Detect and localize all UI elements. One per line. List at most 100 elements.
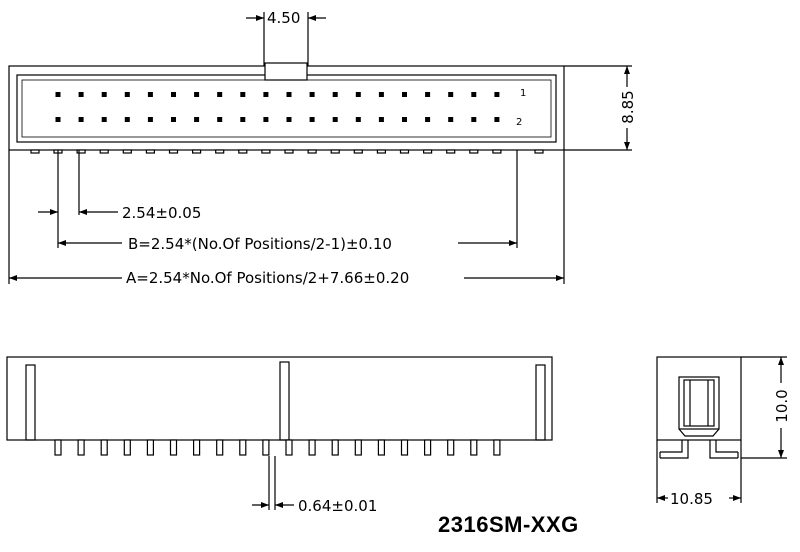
front-post-center: [279, 361, 290, 441]
dimension-b-lines: [58, 150, 518, 248]
solder-tab-5: [145, 149, 155, 154]
pin-row-1-7: [194, 92, 200, 97]
height-top-label: 8.85: [619, 90, 637, 123]
solder-tab-13: [330, 149, 340, 154]
front-lead-8: [216, 439, 224, 456]
front-view: [6, 356, 553, 456]
front-lead-1: [54, 439, 62, 456]
pin-row-1-15: [378, 92, 384, 97]
front-lead-20: [493, 439, 501, 456]
front-lead-19: [470, 439, 478, 456]
front-lead-16: [400, 439, 409, 456]
side-view-latch-bottom: [678, 428, 720, 437]
pin-2-label: 2: [516, 117, 522, 128]
side-height-label: 10.0: [773, 389, 791, 422]
side-view-latch-frame: [678, 376, 720, 430]
top-view: [8, 62, 565, 154]
pin-row-1-5: [147, 92, 153, 97]
front-lead-7: [193, 439, 201, 456]
solder-tab-array: [30, 149, 544, 154]
pin-row-1-19: [471, 92, 477, 97]
latch-width-dimension: [246, 12, 326, 66]
solder-tab-9: [238, 149, 248, 154]
pin-row-2-18: [448, 117, 454, 122]
pitch-dimension: [38, 150, 118, 248]
front-post-right: [535, 364, 546, 441]
pin-row-2-19: [471, 117, 477, 122]
front-lead-2: [77, 439, 85, 456]
pin-row-2-16: [402, 117, 407, 122]
solder-tab-6: [168, 149, 179, 154]
solder-tab-14: [353, 149, 363, 154]
side-view-lead-left: [659, 440, 689, 459]
pin-row-1-1: [55, 92, 61, 97]
pin-row-2-15: [378, 117, 384, 122]
side-width-label: 10.85: [670, 490, 713, 508]
solder-tab-end-left: [30, 149, 40, 154]
front-post-left: [25, 364, 36, 441]
solder-tab-18: [446, 149, 456, 154]
pin-row-1-6: [171, 92, 176, 97]
side-view-body: [656, 356, 742, 441]
pin-row-1-20: [494, 92, 500, 97]
pitch-label: 2.54±0.05: [122, 204, 201, 222]
dimension-a-lines: [8, 150, 565, 284]
front-lead-4: [123, 439, 131, 456]
pin-row-2-12: [309, 117, 315, 122]
dimension-a-label: A=2.54*No.Of Positions/2+7.66±0.20: [126, 269, 409, 287]
solder-tab-10: [261, 149, 271, 154]
front-lead-5: [146, 439, 154, 456]
pin-row-2-10: [263, 117, 269, 122]
solder-tab-3: [99, 149, 109, 154]
pin-row-1-18: [448, 92, 454, 97]
front-lead-9: [239, 439, 247, 456]
pin-row-1-11: [286, 92, 292, 97]
dimension-b-label: B=2.54*(No.Of Positions/2-1)±0.10: [128, 235, 392, 253]
lead-width-dimension: [252, 456, 294, 510]
pin-row-1-2: [78, 92, 84, 97]
front-lead-15: [377, 439, 385, 456]
solder-tab-8: [215, 149, 225, 154]
pin-row-1-4: [124, 92, 130, 97]
pin-row-1-8: [217, 92, 223, 97]
pin-row-2-7: [194, 117, 200, 122]
solder-tab-17: [423, 149, 433, 154]
solder-tab-15: [376, 149, 386, 154]
front-lead-14: [354, 439, 362, 456]
top-pin-array: [55, 92, 500, 122]
pin-row-1-9: [240, 92, 246, 97]
solder-tab-16: [399, 149, 410, 154]
front-lead-12: [308, 439, 316, 456]
front-lead-11: [285, 439, 293, 456]
solder-tab-4: [122, 149, 132, 154]
top-view-cavity: [21, 79, 552, 138]
pin-row-2-17: [425, 117, 431, 122]
pin-row-2-2: [78, 117, 84, 122]
pin-row-2-1: [55, 117, 61, 122]
pin-row-2-3: [101, 117, 107, 122]
pin-row-2-9: [240, 117, 246, 122]
pin-1-label: 1: [520, 88, 526, 99]
pin-row-1-12: [309, 92, 315, 97]
latch-width-label: 4.50: [267, 9, 300, 27]
solder-tab-11: [284, 149, 294, 154]
part-number-title: 2316SM-XXG: [438, 512, 579, 537]
front-lead-3: [100, 439, 108, 456]
pin-row-2-6: [171, 117, 176, 122]
side-width-dimension: [656, 440, 742, 503]
front-lead-17: [424, 439, 432, 456]
pin-row-1-10: [263, 92, 269, 97]
pin-row-2-11: [286, 117, 292, 122]
polarization-key: [264, 62, 308, 81]
pin-row-2-13: [332, 117, 338, 122]
pin-row-2-4: [124, 117, 130, 122]
solder-tab-20: [492, 149, 502, 154]
front-lead-10: [262, 439, 270, 456]
lead-width-label: 0.64±0.01: [298, 497, 377, 515]
side-view-latch: [683, 379, 715, 427]
pin-row-2-8: [217, 117, 223, 122]
pin-row-2-5: [147, 117, 153, 122]
pin-row-1-16: [402, 92, 407, 97]
solder-tab-19: [469, 149, 479, 154]
